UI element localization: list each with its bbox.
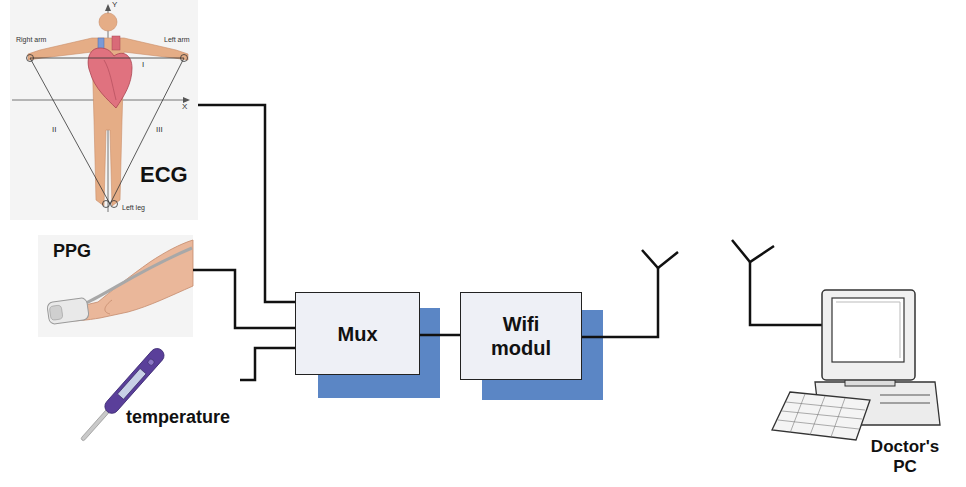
antenna-symbol (732, 240, 774, 262)
pc-slot (880, 395, 930, 396)
ecg-illustration (10, 0, 198, 220)
hand-detail (105, 300, 112, 314)
heart (88, 48, 132, 108)
figure-label: III (156, 126, 163, 135)
computer-panel: Doctor's PC (770, 285, 945, 483)
photo-ground (68, 345, 240, 450)
ppg-illustration (38, 235, 193, 337)
screen-bevel (836, 302, 900, 358)
figure-label: II (52, 126, 56, 135)
thermometer-display (118, 369, 147, 400)
node-label: temperature (126, 407, 230, 429)
box-label: Wifi modul (481, 312, 561, 360)
thermometer-body (102, 346, 167, 417)
temperature-panel: temperature (68, 345, 240, 450)
electrode (111, 201, 118, 208)
sensor-cable (86, 248, 192, 303)
monitor (822, 290, 915, 380)
axis-arrow (105, 4, 111, 11)
monitor-screen (832, 298, 904, 362)
body-figure (28, 38, 188, 206)
figure-label: Left arm (164, 36, 190, 44)
heart-detail (104, 60, 116, 100)
antenna-feed (582, 268, 658, 337)
ecg-panel: ECG (10, 0, 198, 220)
thermometer-button (147, 358, 155, 366)
computer-illustration (772, 290, 940, 440)
electrode (181, 55, 188, 62)
heart-vessel (112, 36, 120, 50)
box-label: Mux (338, 322, 378, 346)
node-label: PPG (53, 241, 91, 263)
node-label: Doctor's PC (865, 437, 945, 478)
antenna-wiring (582, 240, 822, 337)
thermometer-probe (81, 407, 112, 441)
keyboard-keys (778, 394, 865, 437)
photo-ground (38, 235, 193, 337)
signal-wire (193, 270, 295, 328)
process-box: Mux (295, 292, 420, 375)
figure-label: Left leg (122, 204, 145, 212)
pc-slot (880, 403, 930, 404)
node-label: ECG (140, 162, 188, 188)
thermometer-illustration (68, 345, 240, 450)
signal-wire (420, 334, 460, 337)
photo-ground (10, 0, 198, 220)
signal-wire (240, 348, 295, 380)
figure-label: Y (112, 1, 117, 10)
finger-clip (47, 297, 90, 324)
process-box: Wifi modul (460, 292, 582, 380)
figure-label: Right arm (16, 36, 46, 44)
ppg-panel: PPG (38, 235, 193, 337)
electrode (27, 55, 34, 62)
electrode (103, 201, 110, 208)
finger-clip-end (49, 305, 63, 321)
keyboard (772, 392, 870, 440)
body-head (99, 13, 117, 31)
antenna-feed (750, 262, 822, 325)
antenna-symbol (642, 250, 678, 268)
signal-wire (198, 105, 295, 302)
figure-label: X (182, 103, 187, 112)
figure-label: I (142, 61, 144, 70)
